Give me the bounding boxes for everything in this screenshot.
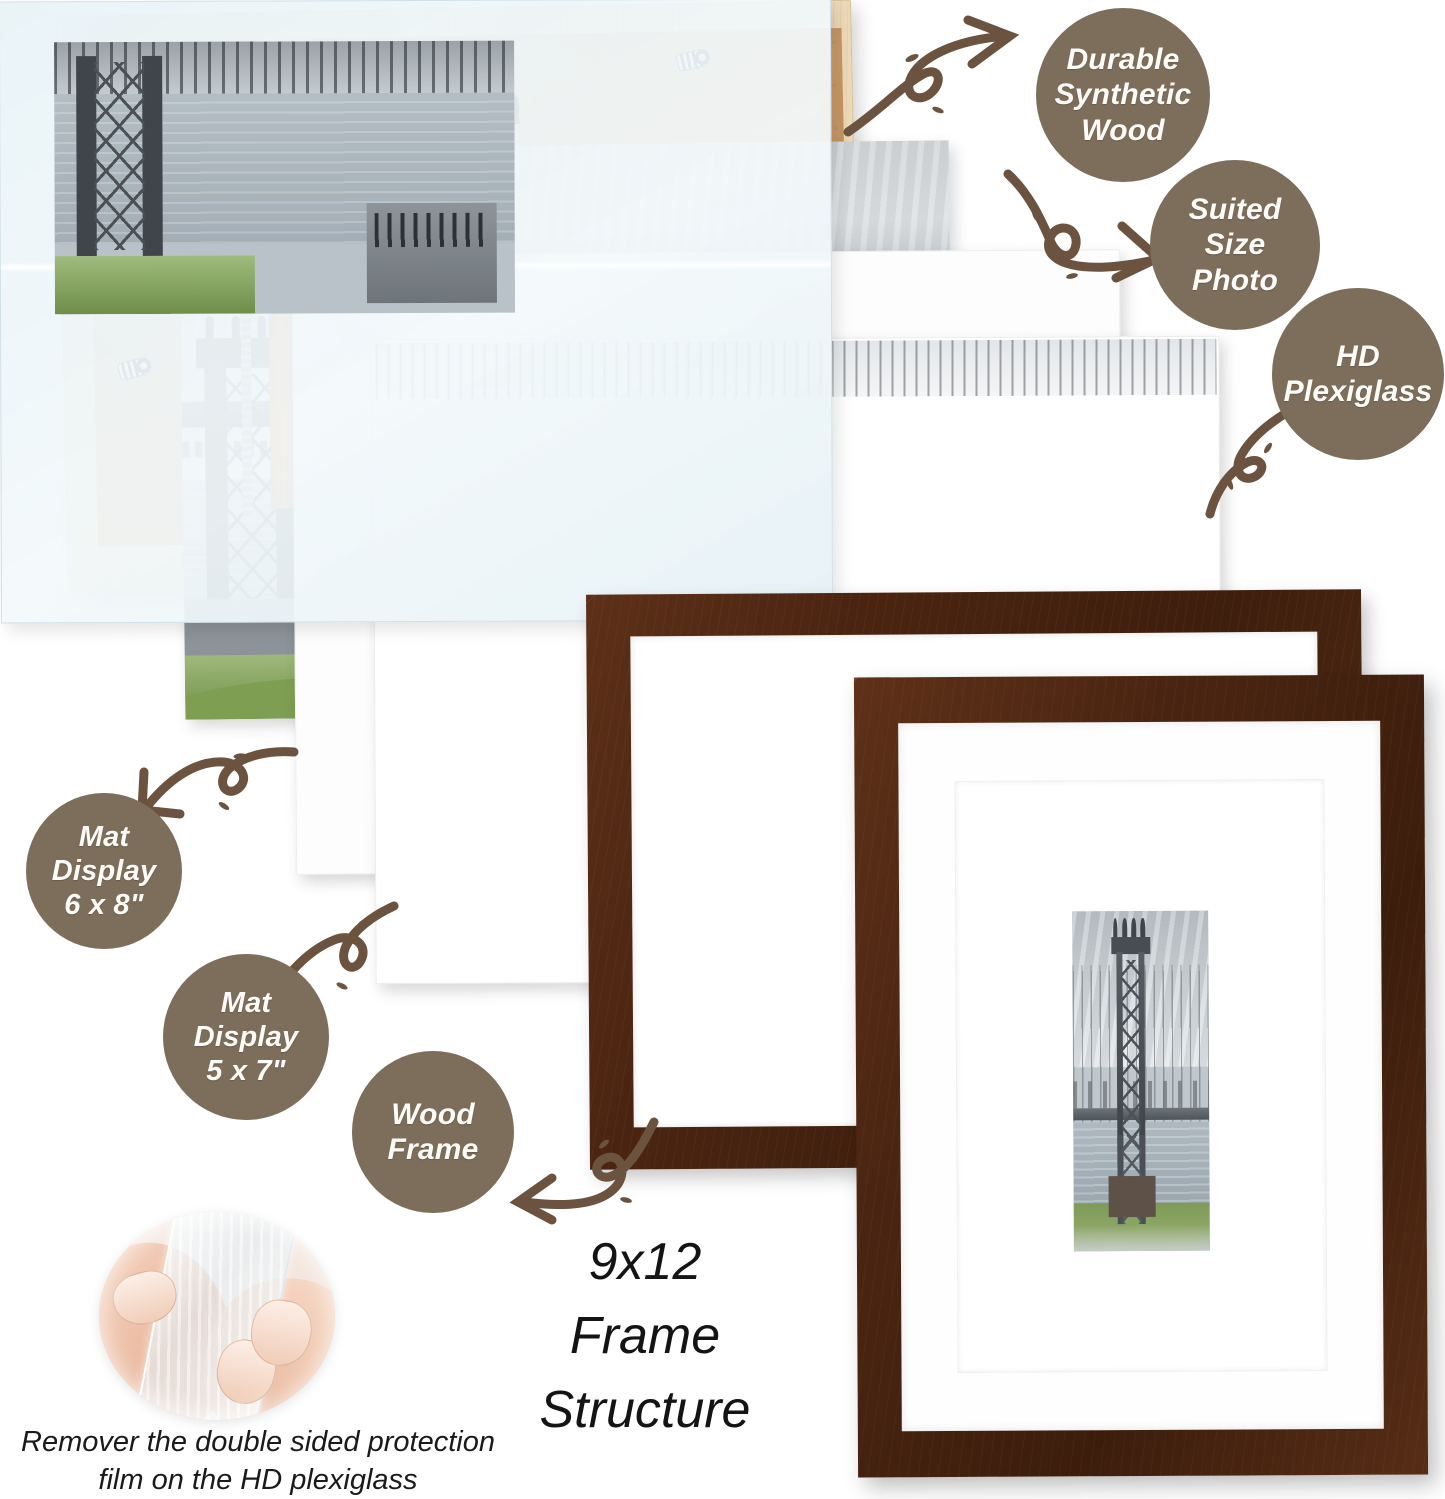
badge-line: HD [1336, 339, 1380, 373]
badge-line: Size Photo [1192, 228, 1278, 297]
badge-line: Mat [78, 820, 130, 853]
badge-line: Mat [220, 986, 272, 1019]
layer-hd-plexiglass [0, 0, 834, 624]
badge-suited-size-photo[interactable]: Suited Size Photo [1150, 160, 1320, 330]
badge-line: Display [51, 854, 157, 887]
title-line: Structure [539, 1380, 751, 1439]
badge-line: Frame [387, 1133, 479, 1166]
film-caption: Remover the double sided protection film… [21, 1426, 495, 1496]
protection-film-photo [99, 1212, 335, 1420]
page-title: 9x12 Frame Structure [500, 1226, 790, 1447]
badge-line: Synthetic [1054, 78, 1192, 112]
badge-mat-display-5x7[interactable]: Mat Display 5 x 7" [163, 954, 329, 1120]
assembled-mat-outer [898, 720, 1384, 1432]
badge-line: Wood [1081, 113, 1165, 147]
title-line: 9x12 [588, 1233, 702, 1291]
badge-durable-synthetic-wood[interactable]: Durable Synthetic Wood [1036, 8, 1210, 182]
plexiglass-photo-view [54, 40, 516, 315]
layer-assembled-frame [853, 674, 1429, 1478]
badge-wood-frame[interactable]: Wood Frame [352, 1051, 514, 1213]
assembled-mat-inner [954, 779, 1328, 1373]
curly-arrow-icon [508, 1116, 659, 1231]
badge-line: Display [193, 1020, 299, 1053]
title-line: Frame [569, 1306, 721, 1365]
badge-line: 5 x 7" [206, 1055, 286, 1088]
badge-line: Plexiglass [1283, 375, 1433, 408]
curly-arrow-icon [843, 14, 1046, 144]
badge-line: Durable [1066, 42, 1180, 76]
badge-line: 6 x 8" [64, 889, 144, 922]
assembled-photo [1072, 910, 1210, 1252]
badge-line: Suited [1188, 192, 1282, 226]
badge-mat-display-6x8[interactable]: Mat Display 6 x 8" [26, 793, 182, 949]
badge-line: Wood [391, 1097, 475, 1131]
badge-hd-plexiglass[interactable]: HD Plexiglass [1272, 288, 1444, 460]
